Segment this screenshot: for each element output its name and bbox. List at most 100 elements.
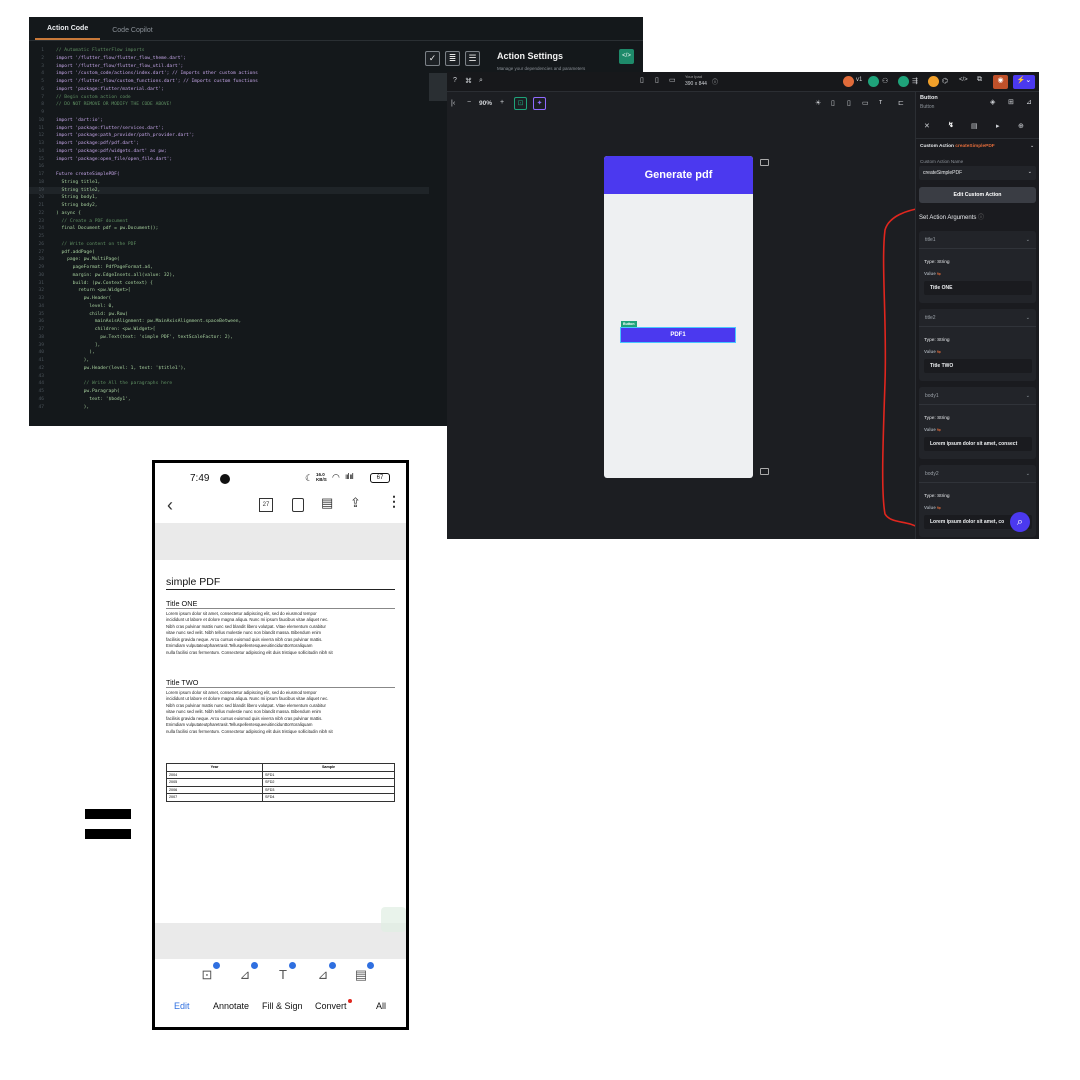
ai-icon[interactable]: ✦ <box>533 97 546 110</box>
edit-text-icon[interactable]: ⊡ <box>199 962 220 983</box>
code-line[interactable]: 19 String title2, <box>29 186 429 195</box>
pdf1-button[interactable]: PDF1 <box>620 327 736 343</box>
diamond-icon[interactable]: ◈ <box>990 99 996 106</box>
phone-canvas[interactable]: Generate pdf Button PDF1 <box>604 156 753 478</box>
code-line[interactable]: 24 final Document pdf = pw.Document(); <box>29 225 429 233</box>
code-line[interactable]: 36 mainAxisAlignment: pw.MainAxisAlignme… <box>29 318 429 326</box>
add-page-icon[interactable]: ▤ <box>353 962 374 983</box>
tablet-frame-icon[interactable]: ▯ <box>847 100 851 107</box>
tab-convert[interactable]: Convert <box>315 1001 347 1011</box>
variable-icon[interactable]: ⇆ <box>937 349 941 354</box>
indent-icon[interactable]: ☰ <box>465 51 480 66</box>
code-line[interactable]: 30 margin: pw.EdgeInsets.all(value: 32), <box>29 272 429 280</box>
code-line[interactable]: 47 ), <box>29 404 429 412</box>
actions-icon[interactable]: ↯ <box>948 122 954 129</box>
add-text-icon[interactable]: T <box>275 962 296 983</box>
variable-icon[interactable]: ⇆ <box>937 505 941 510</box>
zoom-level[interactable]: 90% <box>479 100 493 107</box>
tab-action-code[interactable]: Action Code <box>35 17 101 40</box>
edit-image-icon[interactable]: ⊿ <box>237 962 258 983</box>
code-line[interactable]: 41 ), <box>29 357 429 365</box>
custom-action-select[interactable]: Custom Action createSimplePDF ⌄ <box>920 144 1036 156</box>
code-line[interactable]: 45 pw.Paragraph( <box>29 388 429 396</box>
code-line[interactable]: 31 build: (pw.Context context) { <box>29 280 429 288</box>
custom-action-name-select[interactable]: createSimplePDF ⌄ <box>919 166 1036 180</box>
phone-device-icon[interactable]: ▯ <box>640 77 644 84</box>
variable-icon[interactable]: ⇆ <box>937 427 941 432</box>
variable-icon[interactable]: ⇆ <box>937 271 941 276</box>
code-line[interactable]: 25 <box>29 233 429 241</box>
paint-icon[interactable]: ⊿ <box>1026 99 1032 106</box>
code-line[interactable]: 7// Begin custom action code <box>29 94 429 102</box>
search-fab-icon[interactable]: ⌕ <box>1010 512 1030 532</box>
chevron-down-icon[interactable]: ⌄ <box>1025 471 1030 477</box>
desktop-device-icon[interactable]: ▭ <box>669 77 676 84</box>
help-icon[interactable]: ? <box>453 77 457 84</box>
format-icon[interactable]: ≣ <box>445 51 460 66</box>
code-line[interactable]: 23 // Create a PDF document <box>29 218 429 226</box>
backend-icon[interactable]: ▤ <box>971 123 978 130</box>
arg-card-title1[interactable]: title1⌄ Type: String Value ⇆ Title ONE <box>919 231 1036 303</box>
text-scale-icon[interactable]: ᴛ <box>879 99 883 106</box>
arg-card-body2[interactable]: body2⌄ Type: String Value ⇆ Lorem ipsum … <box>919 465 1036 537</box>
zoom-in-icon[interactable]: + <box>500 99 505 106</box>
fit-page-icon[interactable] <box>292 498 304 512</box>
page-count[interactable]: 27 <box>259 498 273 512</box>
code-line[interactable]: 38 pw.Text(text: 'simple PDF', textScale… <box>29 334 429 342</box>
floating-action-icon[interactable] <box>381 907 406 932</box>
code-line[interactable]: 39 ], <box>29 342 429 350</box>
arg-card-title2[interactable]: title2⌄ Type: String Value ⇆ Title TWO <box>919 309 1036 381</box>
add-image-icon[interactable]: ⊿ <box>315 962 336 983</box>
sync-icon[interactable] <box>898 76 909 87</box>
keyboard-toggle-icon[interactable] <box>760 468 769 475</box>
avatar[interactable] <box>843 76 854 87</box>
code-line[interactable]: 34 level: 0, <box>29 303 429 311</box>
code-line[interactable]: 44 // Write All the paragraphs here <box>29 380 429 388</box>
tab-fill-sign[interactable]: Fill & Sign <box>262 1001 303 1011</box>
code-line[interactable]: 43 <box>29 373 429 381</box>
code-line[interactable]: 26 // Write content on the PDF <box>29 241 429 249</box>
warning-icon[interactable] <box>928 76 939 87</box>
open-external-icon[interactable]: ⧉ <box>977 76 982 83</box>
layout-icon[interactable]: ⊏ <box>898 100 904 107</box>
edit-custom-action-button[interactable]: Edit Custom Action <box>919 187 1036 203</box>
code-line[interactable]: 20 String body1, <box>29 194 429 202</box>
keyboard-icon[interactable]: ▭ <box>862 100 869 107</box>
code-line[interactable]: 9 <box>29 109 429 117</box>
link-icon[interactable] <box>760 159 769 166</box>
add-icon[interactable]: ⊕ <box>1018 123 1024 130</box>
back-arrow-icon[interactable]: ‹ <box>167 495 173 515</box>
tab-all[interactable]: All <box>376 1001 387 1011</box>
tab-annotate[interactable]: Annotate <box>213 1001 250 1011</box>
code-line[interactable]: 8// DO NOT REMOVE OR MODIFY THE CODE ABO… <box>29 101 429 109</box>
code-line[interactable]: 32 return <pw.Widget>[ <box>29 287 429 295</box>
library-icon[interactable]: ⊞ <box>1008 99 1014 106</box>
code-line[interactable]: 1// Automatic FlutterFlow imports <box>29 47 429 55</box>
zoom-out-icon[interactable]: − <box>467 99 472 106</box>
code-icon[interactable]: </> <box>959 77 968 83</box>
github-icon[interactable]: ⌬ <box>942 78 949 85</box>
code-line[interactable]: 42 pw.Header(level: 1, text: '$title1'), <box>29 365 429 373</box>
tools-icon[interactable]: ✕ <box>924 123 930 130</box>
tablet-device-icon[interactable]: ▯ <box>655 77 659 84</box>
code-line[interactable]: 16 <box>29 163 429 171</box>
info-icon[interactable]: ⓘ <box>978 215 985 221</box>
chevron-down-icon[interactable]: ⌄ <box>1025 237 1030 243</box>
code-line[interactable]: 33 pw.Header( <box>29 295 429 303</box>
code-line[interactable]: 22) async { <box>29 210 429 218</box>
check-status-icon[interactable] <box>868 76 879 87</box>
code-line[interactable]: 28 page: pw.MultiPage( <box>29 256 429 264</box>
chevron-down-icon[interactable]: ⌄ <box>1025 315 1030 321</box>
preview-eye-icon[interactable]: ◉ <box>993 75 1008 89</box>
phone-frame-icon[interactable]: ▯ <box>831 100 835 107</box>
code-line[interactable]: 37 children: <pw.Widget>[ <box>29 326 429 334</box>
arg-card-body1[interactable]: body1⌄ Type: String Value ⇆ Lorem ipsum … <box>919 387 1036 459</box>
